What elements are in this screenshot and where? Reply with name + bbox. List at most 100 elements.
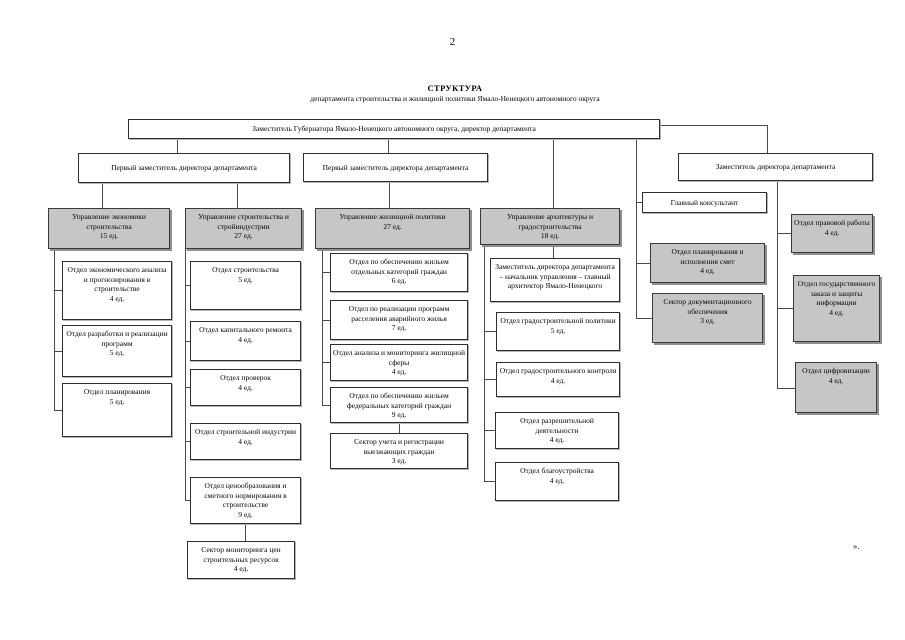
- org-box-documentation-sector: Сектор документационного обеспечения 3 е…: [652, 293, 763, 343]
- box-label: Первый заместитель директора департамент…: [322, 162, 469, 172]
- box-label: Сектор учета и регистрации выезжающих гр…: [354, 437, 444, 456]
- box-label: Главный консультант: [670, 197, 739, 207]
- box-label: Отдел цифровизации: [802, 366, 870, 375]
- connector-line: [660, 125, 767, 126]
- box-count: 5 ед.: [109, 348, 125, 358]
- connector-line: [484, 430, 495, 431]
- org-box-registration-sector: Сектор учета и регистрации выезжающих гр…: [330, 433, 468, 469]
- org-box-director: Заместитель Губернатора Ямало-Ненецкого …: [128, 119, 660, 139]
- box-label: Отдел разрешительной деятельности: [520, 416, 594, 435]
- box-label: Заместитель Губернатора Ямало-Ненецкого …: [252, 124, 536, 134]
- org-box-state-order: Отдел государственного заказа и защиты и…: [793, 275, 880, 342]
- box-count: 15 ед.: [99, 231, 119, 241]
- org-box-housing-federal: Отдел по обеспечению жильем федеральных …: [330, 387, 468, 423]
- box-label: Отдел планирования: [83, 387, 151, 396]
- box-label: Первый заместитель директора департамент…: [111, 163, 257, 173]
- org-box-improvement: Отдел благоустройства 4 ед.: [495, 462, 619, 501]
- org-box-chief-consultant: Главный консультант: [642, 192, 767, 213]
- org-box-econ-analysis: Отдел экономического анализа и прогнозир…: [62, 261, 172, 320]
- org-box-housing-resettlement: Отдел по реализации программ расселения …: [330, 300, 468, 340]
- connector-line: [102, 183, 103, 208]
- org-box-legal: Отдел правовой работы 4 ед.: [791, 214, 873, 253]
- connector-line: [177, 139, 178, 153]
- connector-line: [245, 524, 246, 541]
- box-label: Сектор документационного обеспечения: [663, 297, 752, 316]
- box-count: 4 ед.: [233, 564, 249, 574]
- org-box-constr-pricing: Отдел ценообразования и сметного нормиро…: [190, 477, 301, 524]
- box-label: Отдел ценообразования и сметного нормиро…: [204, 481, 287, 510]
- box-count: 3 ед.: [700, 316, 715, 326]
- connector-line: [54, 290, 62, 291]
- org-box-chief-architect: Заместитель директора департамента – нач…: [490, 258, 620, 302]
- connector-line: [777, 233, 791, 234]
- org-box-econ-programs: Отдел разработки и реализации программ 5…: [62, 325, 172, 377]
- connector-line: [185, 441, 190, 442]
- connector-line: [185, 500, 190, 501]
- box-label: Отдел анализа и мониторинга жилищной сфе…: [333, 348, 465, 367]
- connector-line: [389, 182, 390, 208]
- connector-line: [399, 423, 400, 433]
- chart-title-block: СТРУКТУРА департамента строительства и ж…: [255, 83, 655, 103]
- org-box-division-housing: Управление жилищной политики 27 ед.: [315, 208, 470, 249]
- box-label: Отдел градостроительной политики: [500, 316, 616, 325]
- box-count: 4 ед.: [828, 375, 844, 385]
- box-count: 27 ед.: [234, 231, 253, 241]
- org-box-price-monitoring-sector: Сектор мониторинга цен строительных ресу…: [187, 541, 295, 579]
- connector-line: [322, 362, 330, 363]
- box-label: Отдел правовой работы: [794, 218, 870, 227]
- connector-line: [185, 285, 190, 286]
- org-box-digitalization: Отдел цифровизации 4 ед.: [795, 362, 877, 413]
- box-count: 6 ед.: [391, 276, 407, 286]
- connector-line: [484, 481, 495, 482]
- connector-line: [636, 139, 637, 318]
- org-box-econ-planning: Отдел планирования 5 ед.: [62, 383, 172, 437]
- box-count: 5 ед.: [550, 325, 566, 335]
- box-label: Отдел по обеспечению жильем отдельных ка…: [349, 257, 449, 276]
- connector-line: [777, 181, 778, 388]
- box-count: 4 ед.: [824, 227, 840, 237]
- box-count: 4 ед.: [550, 375, 566, 385]
- org-box-division-construction: Управление строительства и стройиндустри…: [185, 208, 302, 249]
- org-box-housing-special: Отдел по обеспечению жильем отдельных ка…: [330, 253, 468, 292]
- box-count: 4 ед.: [238, 436, 253, 446]
- box-label: Отдел государственного заказа и защиты и…: [797, 279, 876, 308]
- box-label: Отдел градостроительного контроля: [499, 366, 617, 375]
- connector-line: [636, 202, 642, 203]
- connector-line: [388, 139, 389, 153]
- box-label: Отдел проверок: [220, 373, 271, 382]
- box-label: Отдел планирования и исполнения смет: [671, 247, 744, 266]
- page-number: 2: [449, 36, 456, 48]
- box-label: Отдел благоустройства: [520, 466, 594, 475]
- connector-line: [54, 410, 62, 411]
- org-box-deputy-director: Заместитель директора департамента: [678, 153, 873, 181]
- org-box-planning-estimates: Отдел планирования и исполнения смет 4 е…: [650, 243, 765, 283]
- connector-line: [484, 331, 496, 332]
- closing-quote-mark: ».: [853, 541, 860, 551]
- connector-line: [185, 387, 190, 388]
- org-box-constr-capital-repair: Отдел капитального ремонта 4 ед.: [190, 321, 301, 361]
- org-box-constr-inspections: Отдел проверок 4 ед.: [190, 369, 301, 406]
- box-count: 3 ед.: [391, 456, 407, 466]
- connector-line: [553, 139, 554, 208]
- box-count: 4 ед.: [700, 266, 715, 276]
- org-box-permits: Отдел разрешительной деятельности 4 ед.: [495, 412, 619, 449]
- box-label: Отдел экономического анализа и прогнозир…: [67, 265, 167, 294]
- org-box-division-economics: Управление экономики строительства 15 ед…: [48, 208, 170, 249]
- box-count: 4 ед.: [238, 382, 253, 392]
- box-count: 5 ед.: [109, 396, 125, 406]
- connector-line: [636, 263, 650, 264]
- connector-line: [185, 341, 190, 342]
- org-box-first-deputy-2: Первый заместитель директора департамент…: [303, 153, 488, 182]
- box-count: 5 ед.: [238, 274, 253, 284]
- org-box-urban-policy: Отдел градостроительной политики 5 ед.: [496, 312, 620, 351]
- box-label: Управление архитектуры и градостроительс…: [506, 212, 594, 231]
- box-count: 4 ед.: [829, 307, 844, 317]
- connector-line: [553, 245, 554, 258]
- connector-line: [54, 351, 62, 352]
- org-box-division-architecture: Управление архитектуры и градостроительс…: [480, 208, 620, 245]
- box-count: 27 ед.: [383, 221, 402, 231]
- connector-line: [777, 388, 795, 389]
- box-count: 9 ед.: [391, 410, 407, 420]
- connector-line: [237, 183, 238, 208]
